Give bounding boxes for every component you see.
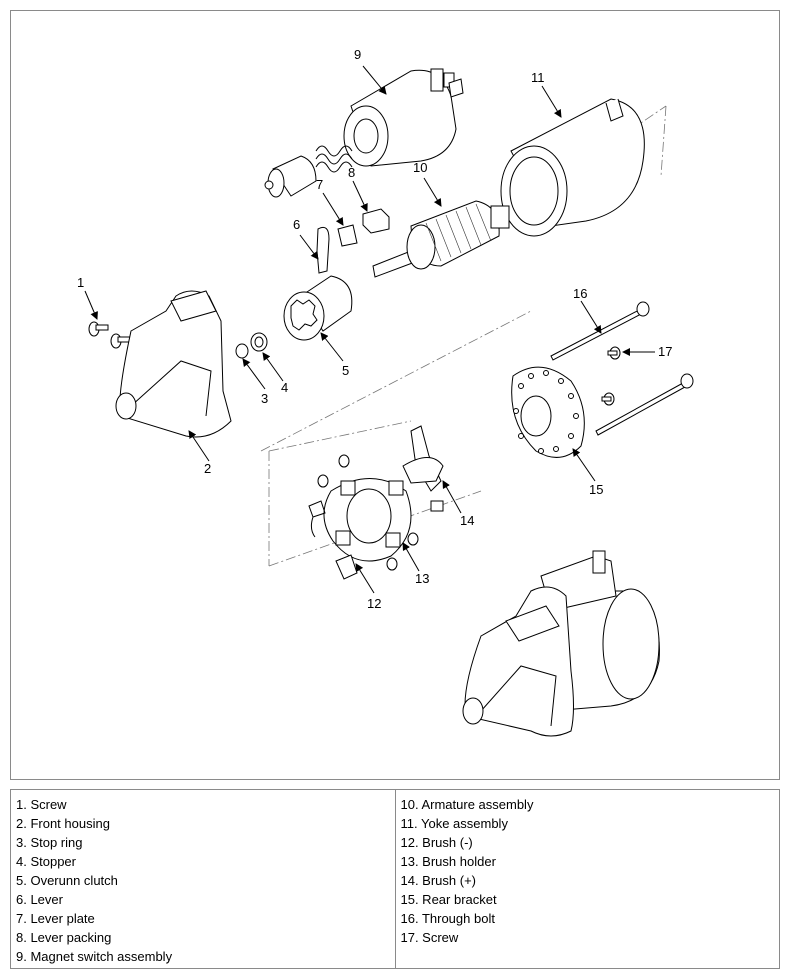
diagram-frame: 1 2 3 4 5 6 7 8 9 10 11 12 13 14 15 16 1…: [10, 10, 780, 780]
parts-legend: 1. Screw 2. Front housing 3. Stop ring 4…: [10, 789, 780, 969]
lever-packing: [362, 208, 390, 234]
callout-7: 7: [316, 177, 323, 192]
callout-arrows: [84, 65, 655, 594]
legend-item: 6. Lever: [16, 892, 63, 907]
legend-item: 15. Rear bracket: [400, 892, 497, 907]
legend-item: 9. Magnet switch assembly: [16, 949, 173, 964]
legend-item: 12. Brush (-): [400, 835, 473, 850]
assembled-starter: [462, 550, 660, 737]
callout-9: 9: [354, 47, 361, 62]
rear-bracket: [511, 366, 585, 458]
callout-2: 2: [204, 461, 211, 476]
legend-item: 14. Brush (+): [400, 873, 477, 888]
through-bolts: [550, 301, 694, 436]
callout-12: 12: [367, 596, 381, 611]
callout-labels: 1 2 3 4 5 6 7 8 9 10 11 12 13 14 15 16 1…: [77, 47, 672, 611]
legend-item: 4. Stopper: [16, 854, 76, 869]
callout-17: 17: [658, 344, 672, 359]
legend-item: 8. Lever packing: [16, 930, 112, 945]
brush-positive: [402, 425, 444, 512]
callout-6: 6: [293, 217, 300, 232]
legend-item: 7. Lever plate: [16, 911, 95, 926]
legend-column-left: 1. Screw 2. Front housing 3. Stop ring 4…: [11, 790, 395, 968]
legend-item: 5. Overunn clutch: [16, 873, 118, 888]
callout-4: 4: [281, 380, 288, 395]
legend-item: 17. Screw: [400, 930, 459, 945]
overrunning-clutch: [283, 275, 353, 341]
exploded-view-diagram: 1 2 3 4 5 6 7 8 9 10 11 12 13 14 15 16 1…: [77, 47, 694, 737]
brush-holder: [323, 478, 412, 562]
legend-item: 3. Stop ring: [16, 835, 83, 850]
front-housing: [115, 290, 232, 438]
callout-15: 15: [589, 482, 603, 497]
lever: [316, 226, 330, 274]
callout-16: 16: [573, 286, 587, 301]
legend-column-right: 10. Armature assembly 11. Yoke assembly …: [394, 790, 780, 968]
rear-screws: [601, 346, 621, 406]
brush-negative: [335, 554, 358, 580]
lever-plate: [337, 224, 358, 247]
stopper: [250, 332, 268, 352]
front-screws: [88, 321, 131, 349]
brush-springs: [317, 454, 419, 571]
callout-10: 10: [413, 160, 427, 175]
stop-ring: [235, 343, 249, 359]
callout-11: 11: [531, 70, 545, 85]
legend-item: 10. Armature assembly: [400, 797, 534, 812]
callout-5: 5: [342, 363, 349, 378]
callout-8: 8: [348, 165, 355, 180]
magnet-switch-assembly: [343, 68, 464, 167]
armature-assembly: [372, 200, 510, 278]
legend-item: 2. Front housing: [16, 816, 110, 831]
legend-item: 16. Through bolt: [400, 911, 495, 926]
legend-item: 1. Screw: [16, 797, 67, 812]
callout-1: 1: [77, 275, 84, 290]
yoke-assembly: [500, 98, 645, 237]
callout-3: 3: [261, 391, 268, 406]
legend-item: 13. Brush holder: [400, 854, 496, 869]
callout-13: 13: [415, 571, 429, 586]
legend-item: 11. Yoke assembly: [400, 816, 508, 831]
plunger-spring: [264, 145, 353, 198]
callout-14: 14: [460, 513, 474, 528]
